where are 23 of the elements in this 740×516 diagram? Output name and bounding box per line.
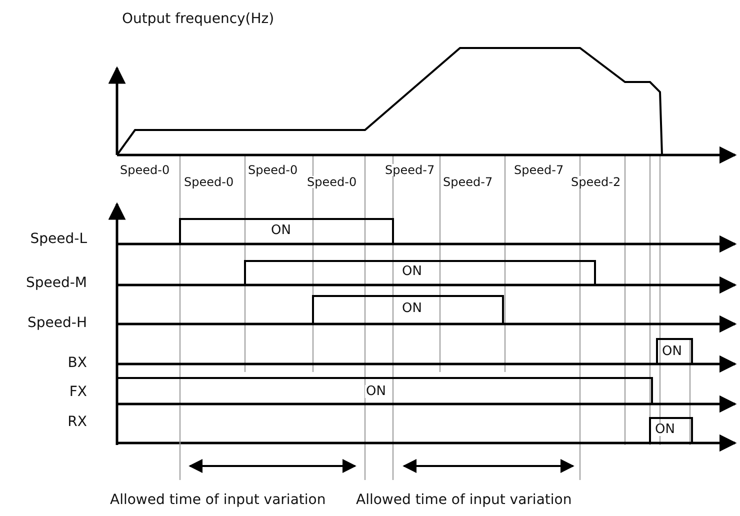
on-label: ON: [270, 224, 292, 237]
on-label: ON: [661, 345, 683, 358]
signal-name: Speed-L: [30, 232, 87, 246]
on-label: ON: [365, 385, 387, 398]
signal-name: Speed-M: [26, 276, 87, 290]
annotation-text: Allowed time of input variation: [356, 493, 572, 507]
axis-title: Output frequency(Hz): [122, 12, 274, 26]
on-label: ON: [401, 302, 423, 315]
signal-name: Speed-H: [28, 316, 87, 330]
speed-step-label: Speed-2: [570, 176, 622, 188]
signal-name: BX: [68, 356, 87, 370]
on-label: ON: [401, 265, 423, 278]
speed-step-label: Speed-0: [183, 176, 235, 188]
annotation-text: Allowed time of input variation: [110, 493, 326, 507]
speed-step-label: Speed-7: [442, 176, 494, 188]
signal-name: RX: [68, 415, 87, 429]
speed-step-label: Speed-0: [306, 176, 358, 188]
speed-step-label: Speed-7: [384, 164, 436, 176]
speed-step-label: Speed-0: [119, 164, 171, 176]
signal-name: FX: [69, 385, 87, 399]
speed-step-label: Speed-7: [513, 164, 565, 176]
speed-step-label: Speed-0: [247, 164, 299, 176]
on-label: ON: [654, 423, 676, 436]
